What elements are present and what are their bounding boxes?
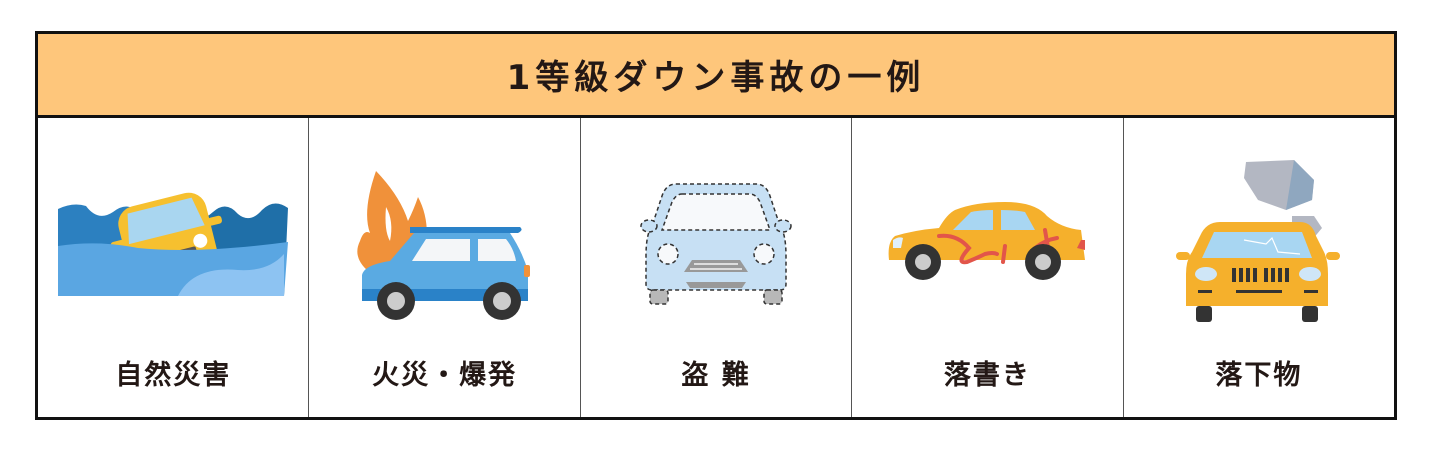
table-title: 1等級ダウン事故の一例 [506,58,926,98]
example-natural-disaster: 自然災害 [38,118,308,417]
example-label: 盗 難 [681,360,751,391]
example-label: 落書き [943,360,1031,391]
example-label: 自然災害 [115,360,232,391]
example-label: 落下物 [1215,360,1303,391]
example-theft: 盗 難 [579,118,851,417]
car-theft-icon [640,183,792,305]
examples-row: 自然災害 火災・爆発 [38,118,1394,417]
car-fire-icon [356,171,530,320]
table-header: 1等級ダウン事故の一例 [38,34,1394,118]
accident-examples-table: 1等級ダウン事故の一例 [35,31,1397,420]
car-graffiti-icon [888,202,1085,280]
car-flood-icon [58,192,289,296]
example-fire-explosion: 火災・爆発 [308,118,579,417]
car-falling-object-icon [1175,160,1340,322]
example-graffiti: 落書き [851,118,1122,417]
example-falling-object: 落下物 [1122,118,1394,417]
example-label: 火災・爆発 [372,360,518,391]
